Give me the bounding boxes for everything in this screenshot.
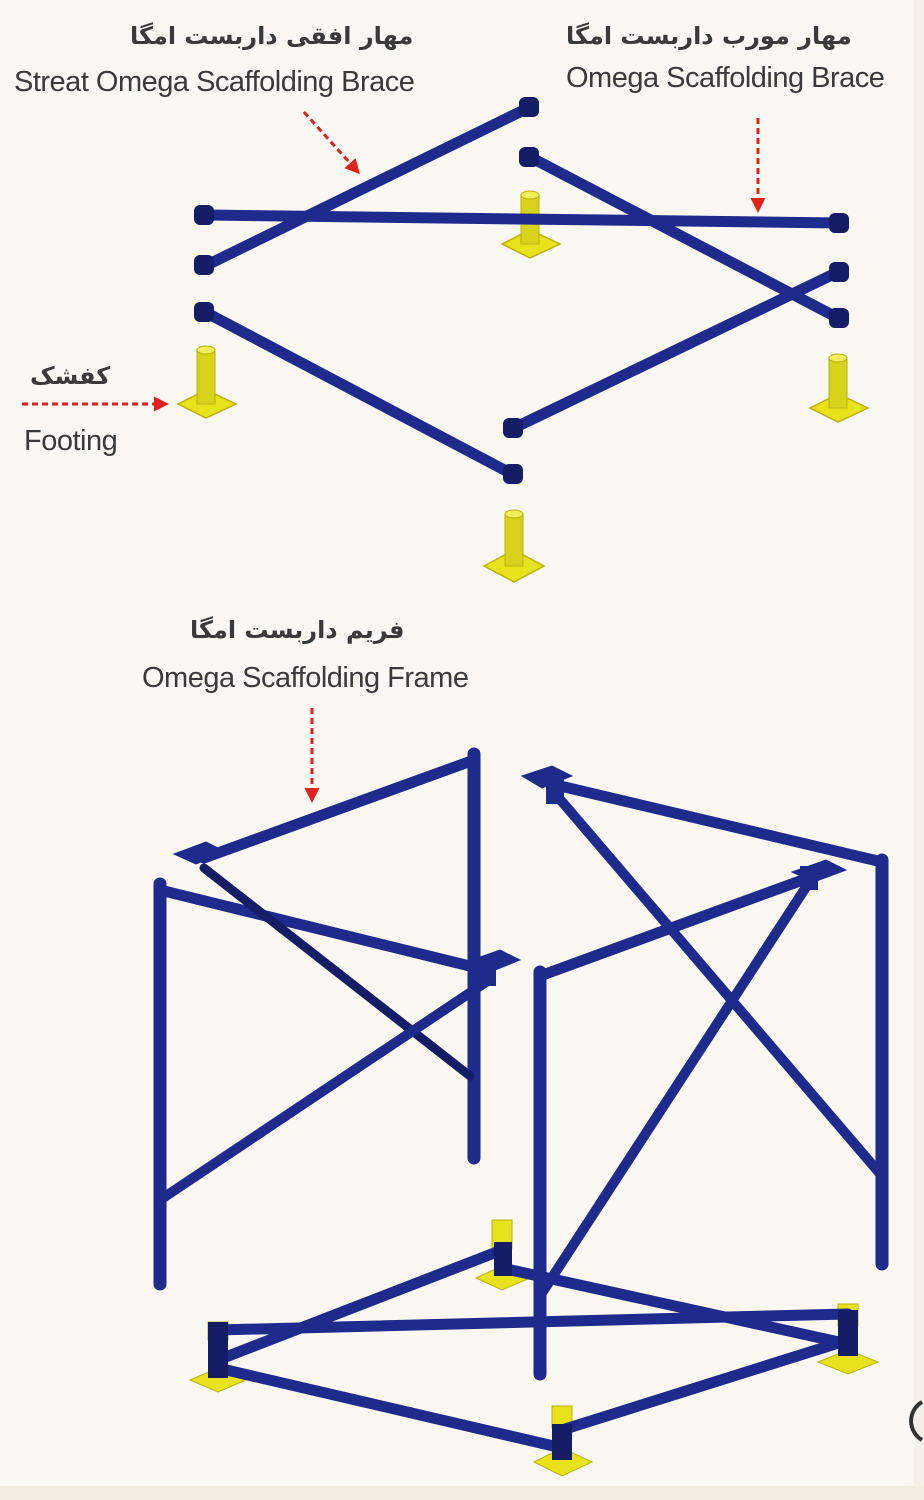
edge-partial-circle: [909, 1400, 924, 1442]
base-braces: [212, 1244, 854, 1454]
footing-right: [808, 353, 870, 423]
pointer-arrows-top: [22, 110, 766, 412]
frame-label-fa: فریم داربست امگا: [190, 616, 405, 644]
footing-label-en: Footing: [24, 425, 118, 457]
diagonal-brace-label-en: Omega Scaffolding Brace: [566, 62, 885, 94]
brace-end-caps: [194, 97, 849, 484]
bottom-edge-strip: [0, 1486, 924, 1500]
horizontal-brace-label-fa: مهار افقی داربست امگا: [130, 22, 414, 50]
horizontal-brace-label-en: Streat Omega Scaffolding Brace: [14, 66, 415, 98]
footing-label-fa: کفشک: [30, 362, 111, 390]
diagonal-brace-label-fa: مهار مورب داربست امگا: [566, 22, 852, 50]
footing-front: [482, 509, 546, 583]
top-braces: [199, 102, 846, 480]
frame-label-en: Omega Scaffolding Frame: [142, 662, 469, 694]
footing-left: [176, 345, 238, 419]
right-edge-strip: [914, 0, 924, 1500]
base-posts: [208, 1242, 858, 1460]
frame-right: [520, 765, 889, 1381]
frame-left: [153, 747, 522, 1291]
